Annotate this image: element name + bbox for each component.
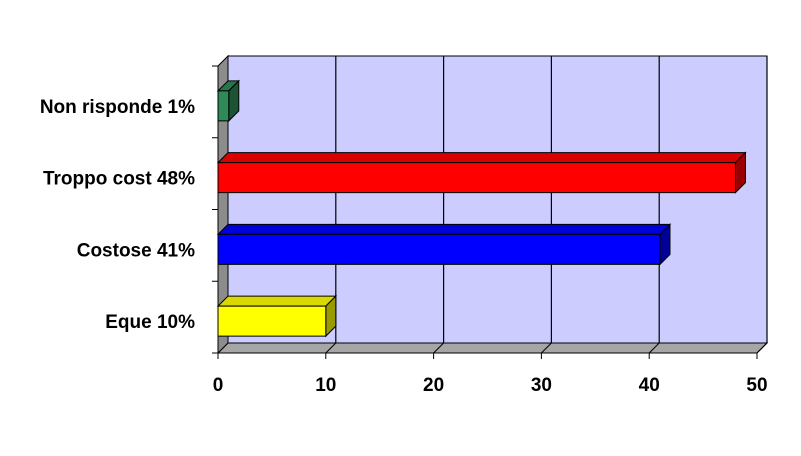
bar [216, 294, 338, 338]
x-tick-labels: 0 10 20 30 40 50 [213, 375, 768, 396]
bar-front-face [217, 305, 327, 337]
category-label: Costose 41% [77, 240, 195, 261]
category-labels: Eque 10% Costose 41% Troppo cost 48% Non ri… [40, 97, 195, 333]
bar [216, 223, 672, 266]
axes [212, 65, 758, 359]
x-tick-label: 40 [639, 375, 660, 396]
x-tick-label: 50 [746, 375, 767, 396]
bar-front-face [217, 90, 230, 122]
plot-floor [216, 342, 769, 354]
x-tick-label: 30 [531, 375, 552, 396]
floor-panel [216, 342, 769, 354]
category-label: Non risponde 1% [40, 97, 195, 118]
bar-top-face [216, 152, 747, 164]
floor-gridline [541, 342, 552, 354]
x-tick-label: 0 [213, 375, 224, 396]
bar [216, 151, 747, 194]
category-label: Eque 10% [105, 312, 195, 333]
category-label: Troppo cost 48% [43, 169, 195, 190]
bar-front-face [217, 162, 736, 194]
bar-top-face [216, 223, 672, 235]
bar-top-face [216, 295, 338, 307]
x-tick-label: 10 [315, 375, 336, 396]
floor-gridline [325, 342, 337, 354]
floor-gridline [648, 342, 660, 354]
floor-gridline [433, 342, 444, 354]
gridlines [325, 56, 768, 354]
floor-gridline [756, 342, 768, 354]
bars [216, 79, 747, 338]
bar [216, 79, 240, 123]
bar-front-face [217, 233, 661, 265]
back-wall-panel [227, 55, 768, 344]
plot-back-wall [227, 55, 768, 344]
x-tick-label: 20 [423, 375, 444, 396]
